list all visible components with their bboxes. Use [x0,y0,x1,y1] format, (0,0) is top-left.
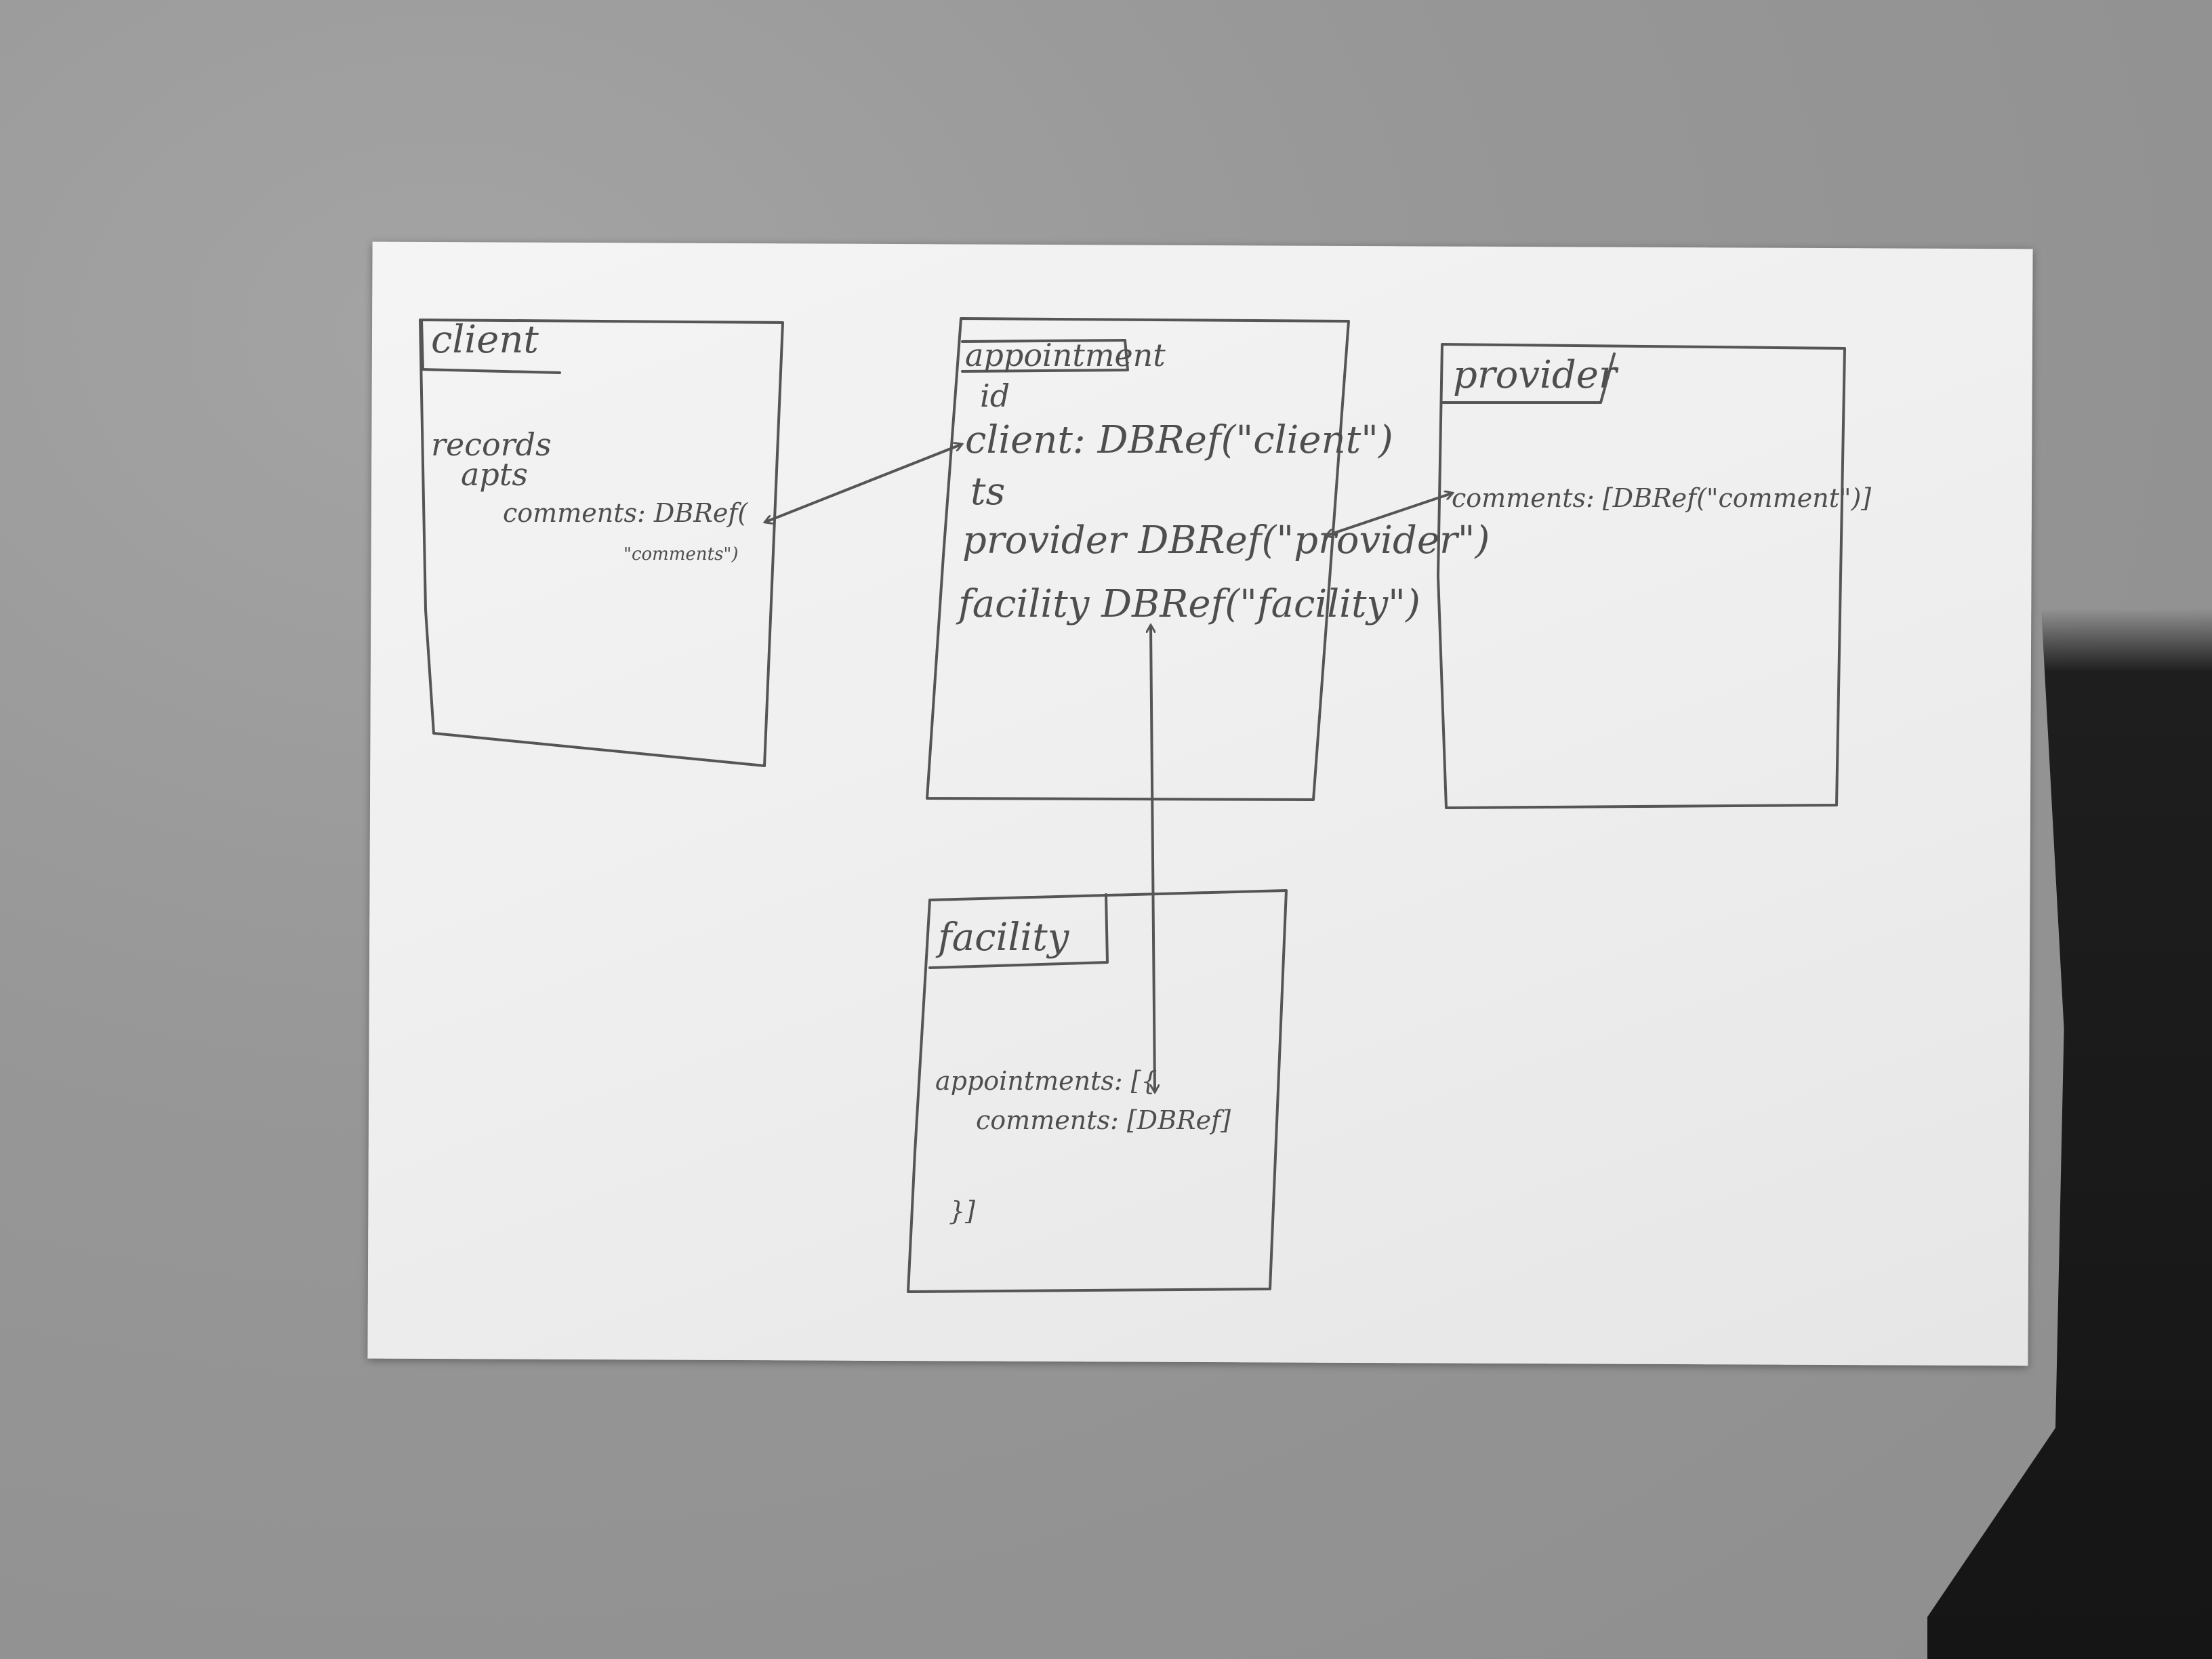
client-box [419,319,784,767]
provider-field-comments: comments: [DBRef("comment")] [1452,483,1871,513]
arrow-client-to-appointment [766,445,961,522]
arrow-appointment-to-provider [1327,493,1452,535]
client-field-apts: apts [461,456,528,493]
provider-entity: provider comments: [DBRef("comment")] [1437,343,1871,809]
appointment-title: appointment [965,337,1166,373]
provider-header-box [1441,352,1616,404]
client-title: client [431,318,539,362]
facility-header-box [928,893,1109,969]
appointment-field-provider: provider DBRef("provider") [962,518,1490,562]
client-header-underline [420,368,561,374]
appointment-header-box [961,339,1129,373]
appointment-field-client: client: DBRef("client") [965,418,1393,462]
client-header-divider [420,319,424,371]
appointment-field-id: id [980,377,1010,414]
facility-title: facility [935,916,1070,960]
client-field-records: records [431,426,552,463]
arrow-appointment-to-facility [1151,626,1155,1091]
appointment-entity: appointment id client: DBRef("client") t… [926,317,1490,801]
facility-field-close: }] [949,1196,975,1226]
appointment-field-facility: facility DBRef("facility") [956,582,1420,626]
provider-title: provider [1453,353,1619,397]
facility-field-comments: comments: [DBRef] [976,1105,1231,1135]
facility-entity: facility appointments: [{ comments: [DBR… [907,889,1288,1293]
appointment-field-ts: ts [970,470,1005,514]
client-field-comments: comments: DBRef( [503,498,748,528]
provider-box [1437,343,1846,809]
facility-field-appointments: appointments: [{ [935,1066,1158,1096]
facility-box [907,889,1288,1293]
client-field-comments-ref: "comments") [623,544,739,565]
client-entity: client records apts comments: DBRef( "co… [419,318,784,767]
